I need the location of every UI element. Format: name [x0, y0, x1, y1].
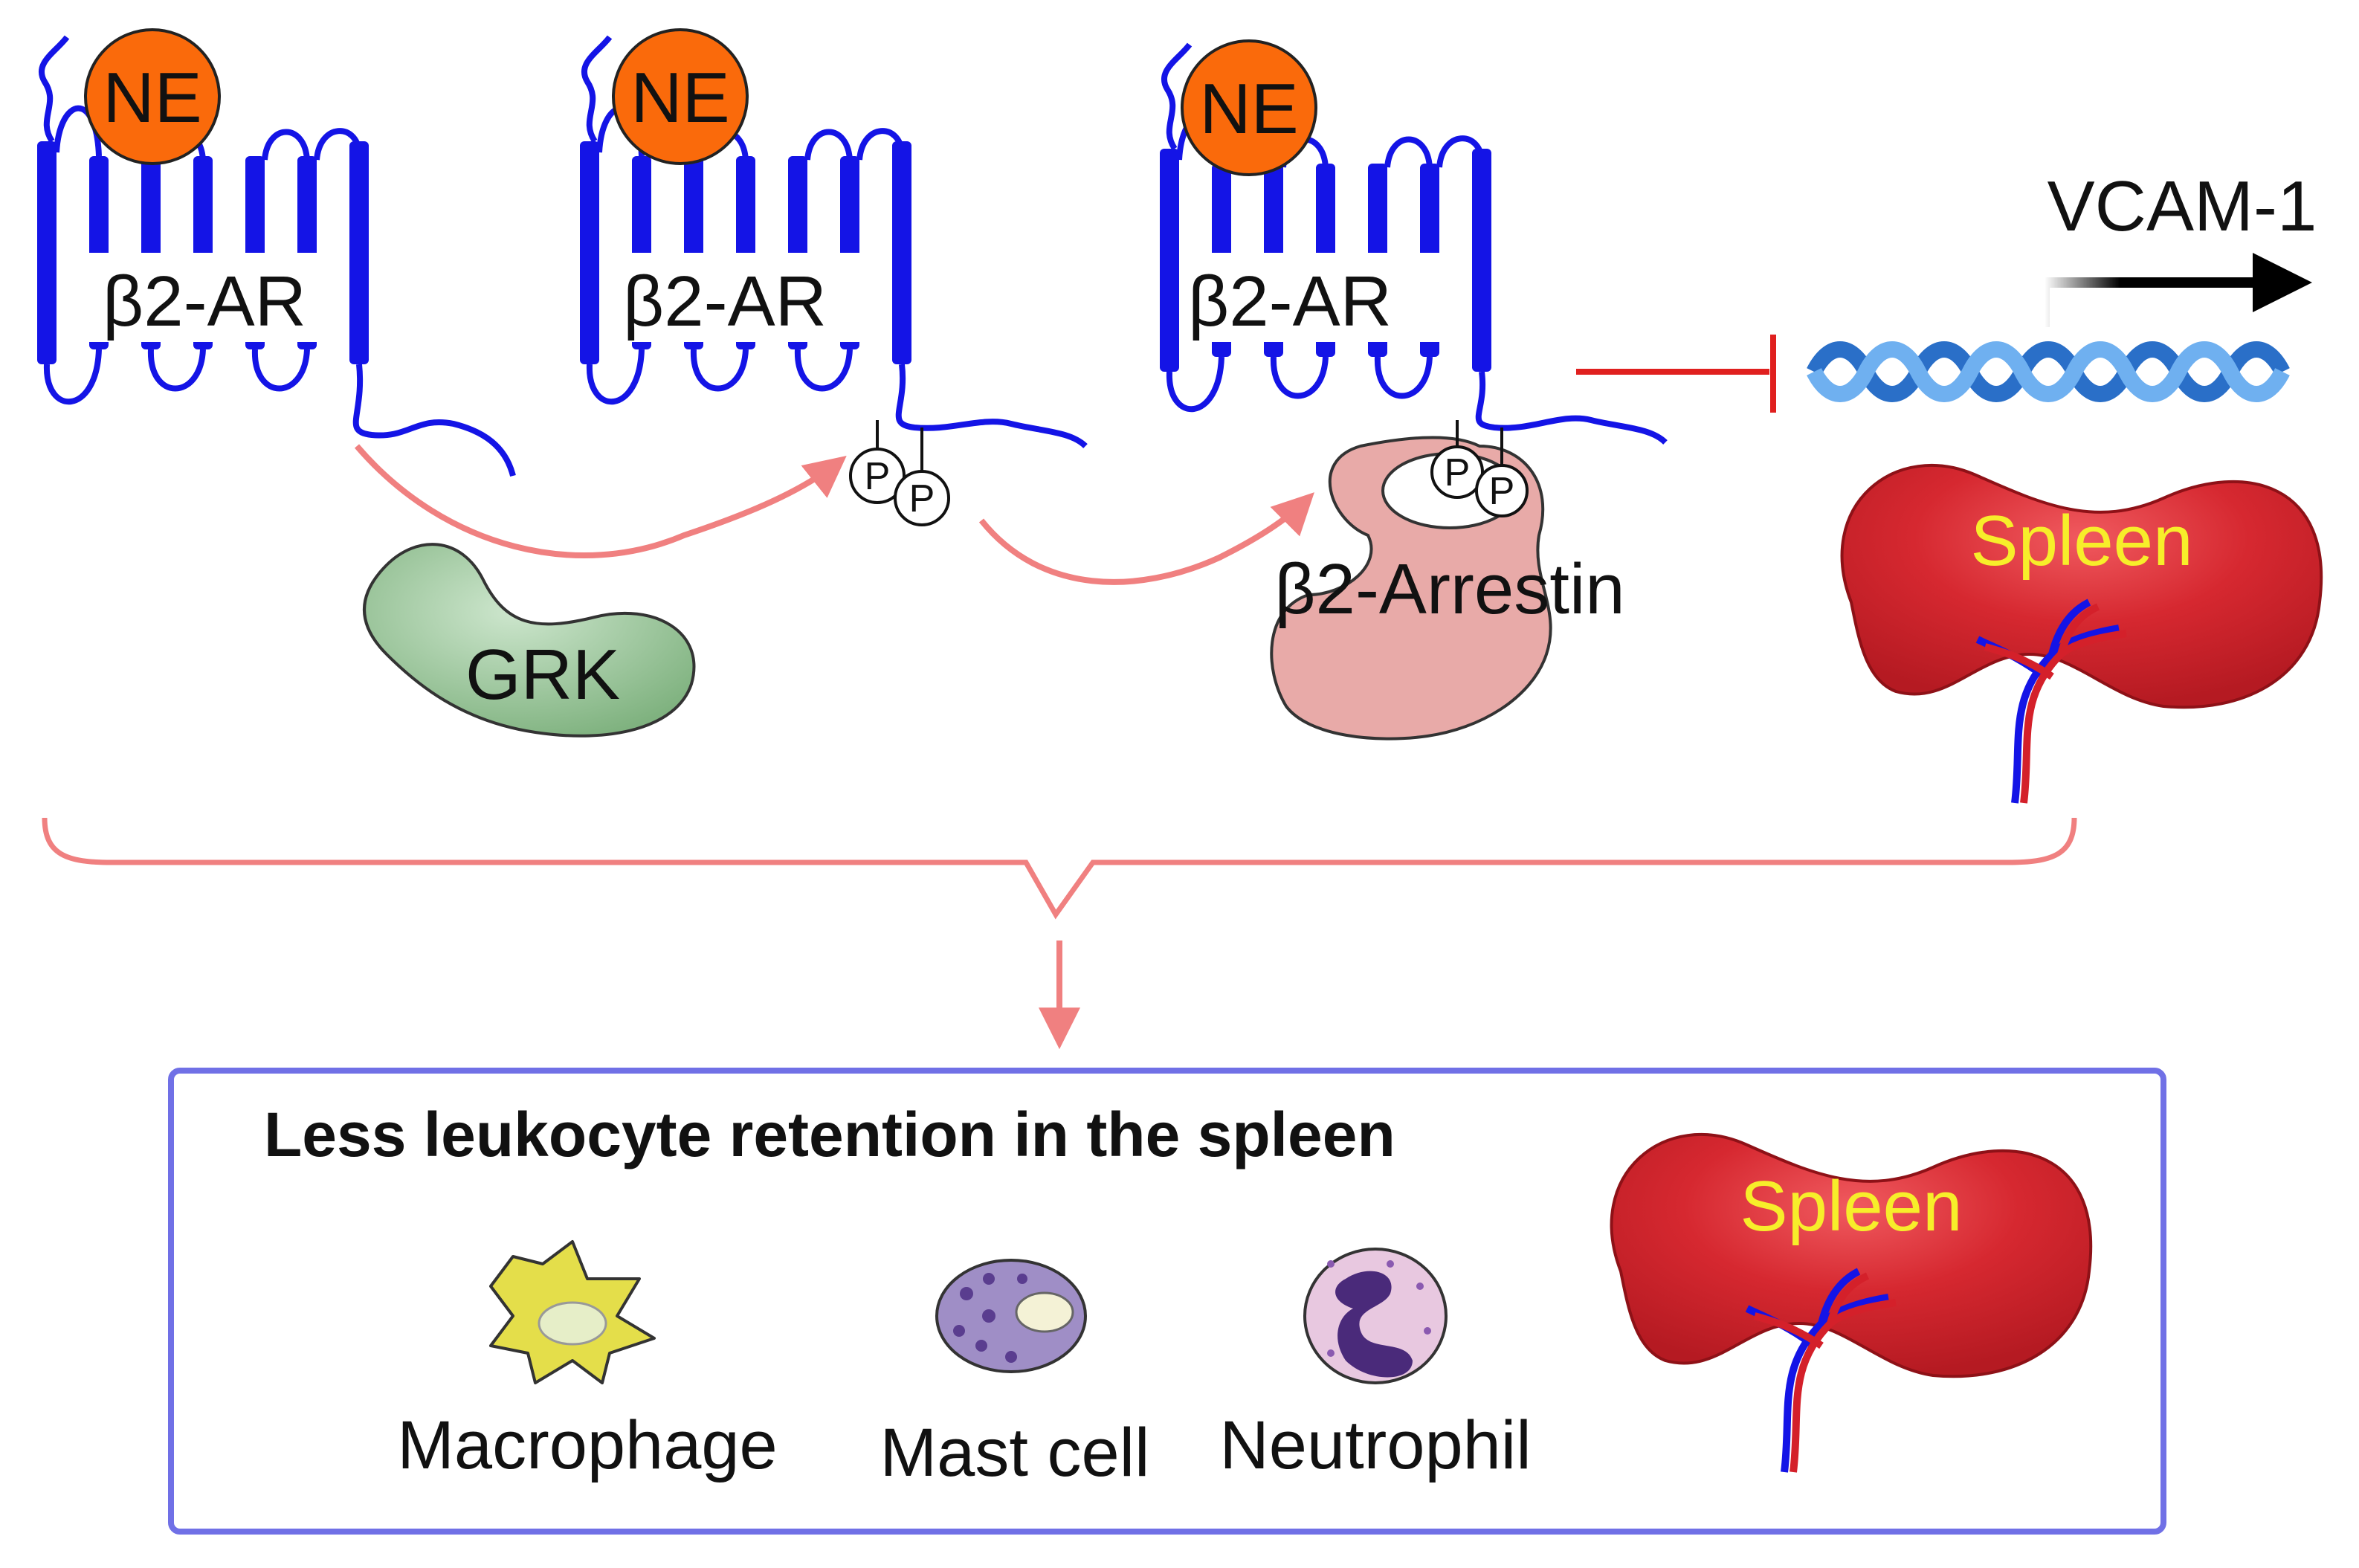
svg-text:P: P	[909, 477, 935, 520]
receptor-label-3: β2-AR	[1188, 262, 1392, 341]
arrestin-binding-arrow	[978, 492, 1314, 585]
phospho-2	[894, 470, 950, 526]
receptor-2: P P NE β2-AR	[580, 28, 1088, 526]
svg-text:P: P	[1489, 470, 1515, 513]
ne-ligand-1	[84, 28, 221, 165]
spleen-bottom-label: Spleen	[1740, 1167, 1963, 1246]
cell-label-macrophage: Macrophage	[397, 1407, 777, 1483]
phospho-3	[1430, 445, 1484, 499]
dna-helix	[1807, 341, 2290, 402]
grk-protein: GRK	[363, 543, 696, 738]
outcome-title: Less leukocyte retention in the spleen	[264, 1100, 1395, 1169]
mast-cell-icon	[935, 1259, 1087, 1373]
spleen-top: Spleen	[1842, 465, 2322, 803]
ne-ligand-2	[612, 28, 749, 165]
arrestin-label: β2-Arrestin	[1274, 549, 1624, 629]
cell-label-mast-cell: Mast cell	[880, 1415, 1150, 1491]
ne-label-3: NE	[1199, 69, 1298, 149]
phospho-4	[1475, 464, 1529, 517]
receptor-3: P P NE β2-AR	[1160, 39, 1668, 517]
phospho-1	[849, 448, 906, 504]
ne-ligand-3	[1181, 39, 1317, 176]
phosphorylation-arrow	[354, 444, 847, 558]
cell-label-neutrophil: Neutrophil	[1219, 1407, 1531, 1483]
svg-text:P: P	[1445, 451, 1471, 494]
transcription-start-arrow	[2039, 253, 2312, 327]
macrophage-icon	[489, 1240, 656, 1384]
svg-text:P: P	[865, 455, 891, 498]
ne-label-1: NE	[103, 58, 201, 138]
receptor-label-2: β2-AR	[623, 262, 827, 341]
ne-label-2: NE	[630, 58, 729, 138]
spleen-bottom: Spleen	[1612, 1135, 2091, 1472]
receptor-1: NE β2-AR	[37, 28, 516, 477]
grk-label: GRK	[465, 635, 620, 714]
spleen-top-label: Spleen	[1971, 501, 2193, 581]
gene-label: VCAM-1	[2047, 167, 2317, 246]
receptor-label-1: β2-AR	[103, 262, 306, 341]
neutrophil-icon	[1303, 1248, 1448, 1384]
grouping-brace	[42, 817, 2077, 920]
inhibition-symbol	[1576, 335, 1776, 413]
